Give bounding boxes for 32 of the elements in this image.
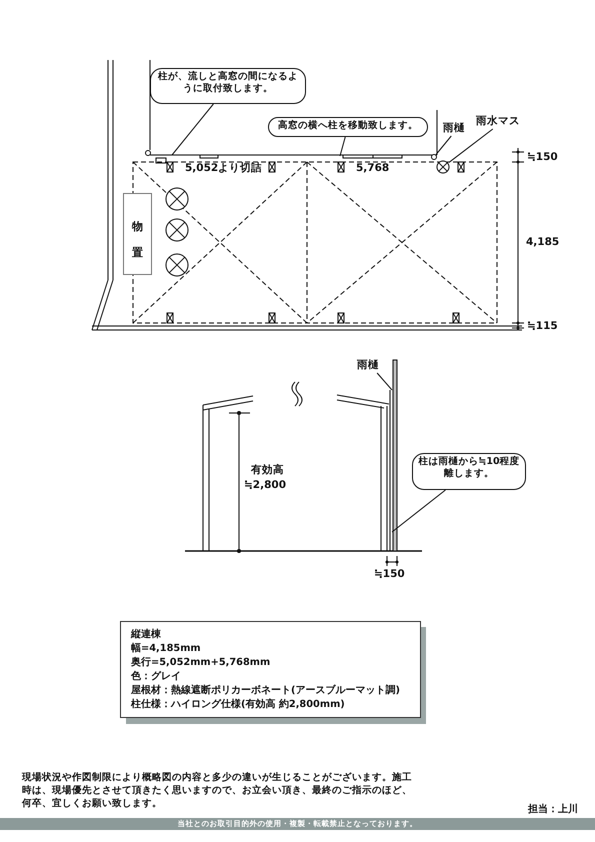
spec-line: 屋根材：熱線遮断ポリカーボネート(アースブルーマット調): [131, 684, 400, 698]
leader-line: [340, 136, 346, 156]
storage-shed: 物置: [123, 193, 152, 275]
downspout-mark: [431, 154, 437, 160]
note-text: 現場状況や作図制限により概略図の内容と多少の違いが生じることがございます。施工時は、現場優先とさせて頂きたく思いますので、お立会い頂き、最終のご指示のほど、何卒、宜しくお願い致します。: [22, 772, 412, 810]
spec-box: [120, 621, 421, 718]
spec-line: 奥行=5,052mm+5,768mm: [131, 656, 270, 670]
leader-line: [392, 490, 446, 532]
callout-bubble: 柱は雨樋から≒10程度離します。: [412, 453, 526, 490]
leader-line: [172, 104, 214, 156]
spec-line: 縦連棟: [131, 628, 161, 642]
dimension-label: 4,185: [526, 235, 560, 250]
dimension-label: ≒115: [527, 319, 558, 334]
dimension-label: ≒150: [527, 150, 558, 164]
dimension-label: ≒150: [374, 567, 405, 582]
leader-line: [436, 136, 452, 155]
callout-bubble: 高窓の横へ柱を移動致します。: [268, 117, 428, 137]
dimension-label: 5,768: [356, 161, 390, 176]
dimension-label: 5,052より切詰: [185, 161, 262, 176]
leader-line: [448, 128, 494, 163]
part-label: 雨水マス: [476, 115, 528, 129]
leader-line: [376, 372, 392, 390]
part-label: 雨樋: [443, 122, 471, 136]
dimension-label: 有効高: [251, 463, 284, 478]
spec-line: 色：グレイ: [131, 670, 181, 684]
catch-basin-mark: [436, 160, 450, 174]
spec-line: 柱仕様：ハイロング仕様(有効高 約2,800mm): [131, 698, 345, 712]
spec-line: 幅=4,185mm: [131, 642, 201, 656]
part-label: 雨樋: [357, 359, 385, 373]
staff-label: 担当：上川: [528, 803, 578, 816]
dimension-label: ≒2,800: [244, 478, 286, 492]
callout-bubble: 柱が、流しと高窓の間になるように取付致します。: [150, 68, 306, 104]
